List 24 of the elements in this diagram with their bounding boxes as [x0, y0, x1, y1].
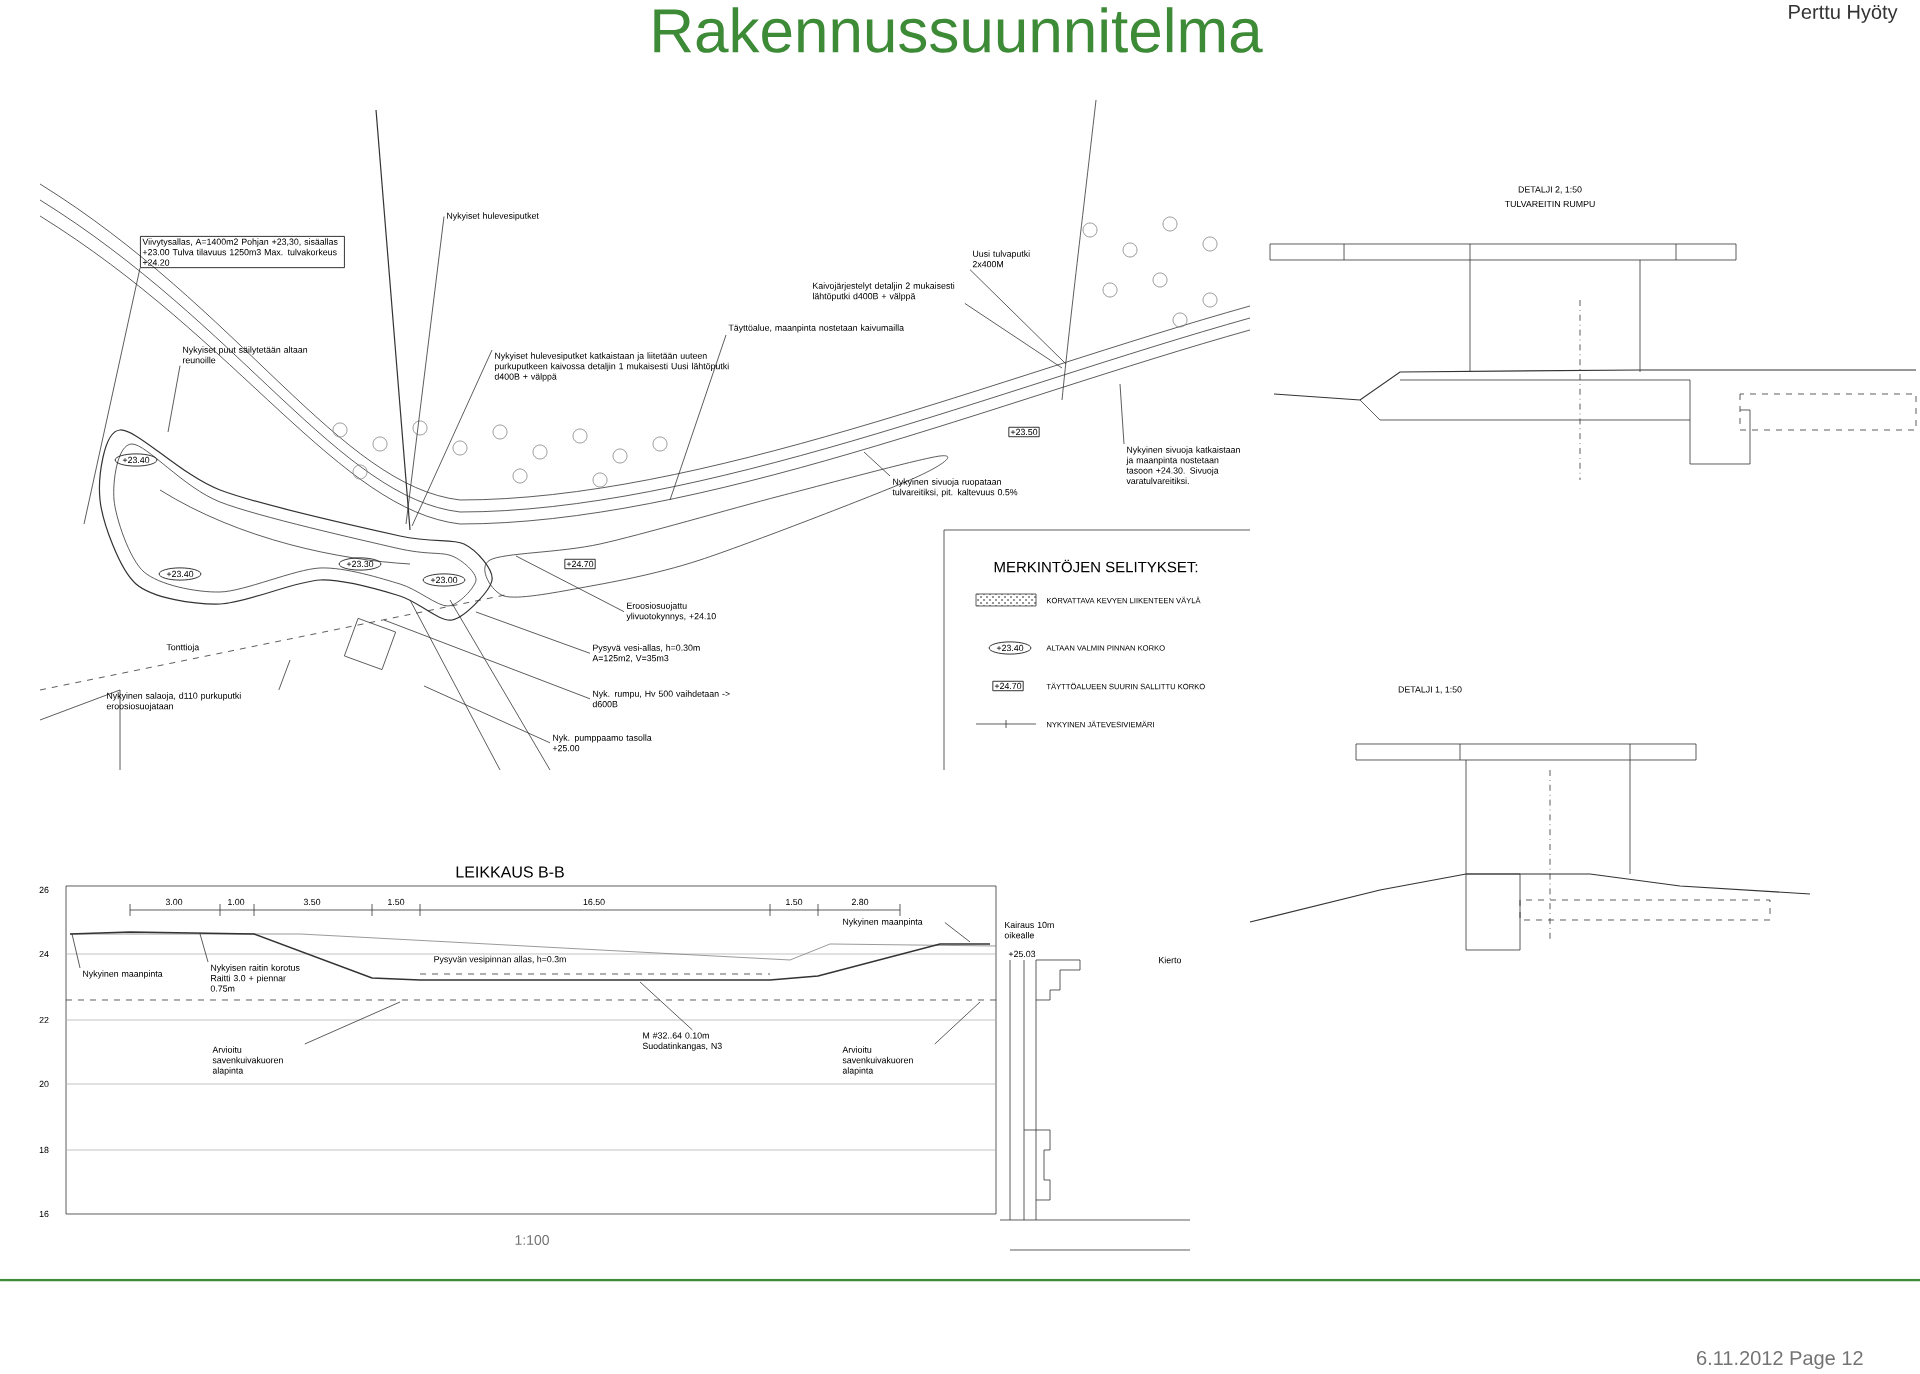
leader-line	[167, 365, 181, 433]
footer-text: 6.11.2012 Page 12	[1697, 1350, 1863, 1370]
leader-line	[423, 685, 551, 744]
leader-line	[969, 269, 1067, 365]
leader-line	[515, 555, 625, 613]
leader-line	[639, 981, 693, 1031]
leader-line	[1119, 383, 1125, 445]
leader-line	[83, 267, 141, 525]
leader-line	[411, 349, 493, 527]
leader-line	[934, 1001, 981, 1045]
leader-line	[278, 659, 291, 691]
leader-line	[383, 619, 591, 700]
author-name: Perttu Hyöty	[1789, 5, 1898, 23]
leader-line	[304, 1001, 401, 1045]
leader-line	[944, 922, 971, 943]
leader-line	[863, 451, 891, 477]
leader-line	[669, 334, 727, 501]
section-title: LEIKKAUS B-B	[456, 866, 564, 878]
leader-line	[71, 933, 81, 969]
leader-line	[405, 216, 445, 525]
slide-title: Rakennussuunnitelma	[654, 7, 1263, 53]
leader-line	[964, 303, 1063, 369]
leader-line	[475, 611, 591, 654]
leader-line	[199, 933, 209, 963]
